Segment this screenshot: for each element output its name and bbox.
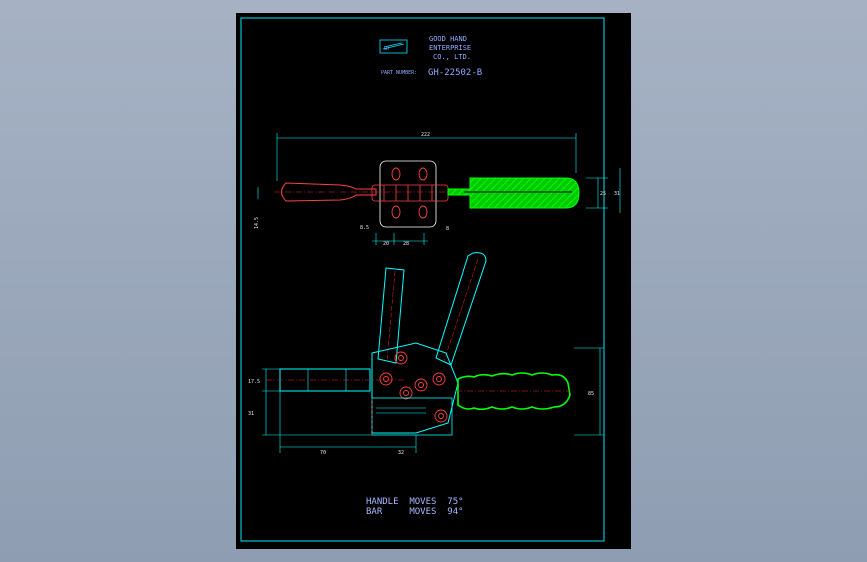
technical-drawing: GH GOOD HAND ENTERPRISE CO., LTD. PART N… xyxy=(240,17,621,542)
clamp-body xyxy=(371,342,459,434)
dim-right-a: 25 xyxy=(600,191,606,197)
top-view: 222 xyxy=(254,132,621,247)
clamp-base xyxy=(371,397,453,436)
dim-hole-label: 8 xyxy=(446,226,449,232)
raised-handle-vertical xyxy=(377,267,405,364)
title-block: GH GOOD HAND ENTERPRISE CO., LTD. PART N… xyxy=(379,35,482,78)
company-logo: GH xyxy=(379,39,408,54)
dim-bottom-a: 20 xyxy=(383,241,389,247)
company-name-line3: CO., LTD. xyxy=(433,53,471,61)
company-name-line1: GOOD HAND xyxy=(429,35,467,43)
dim-base-width: 28 xyxy=(403,241,409,247)
top-view-handle-rod xyxy=(281,182,377,202)
pivot-pins xyxy=(379,351,448,423)
svg-text:GH: GH xyxy=(384,46,389,51)
dim-overall: 222 xyxy=(421,132,430,138)
dim-bottom-right: 32 xyxy=(398,450,404,456)
base-plate xyxy=(379,160,437,228)
note-handle-moves: HANDLE MOVES 75° xyxy=(366,497,464,507)
dim-right: 85 xyxy=(588,391,594,397)
top-view-grip xyxy=(447,177,580,209)
dim-bottom-left: 70 xyxy=(320,450,326,456)
drawing-frame xyxy=(240,17,605,542)
dim-left-top: 17.5 xyxy=(248,379,260,385)
raised-handle-angled xyxy=(435,252,487,366)
company-name-line2: ENTERPRISE xyxy=(429,44,471,52)
side-view: 17.5 31 70 32 85 xyxy=(248,252,604,456)
drawing-sheet: GH GOOD HAND ENTERPRISE CO., LTD. PART N… xyxy=(236,13,631,549)
dim-hole-spacing: 8.5 xyxy=(360,225,369,231)
note-bar-moves: BAR MOVES 94° xyxy=(366,507,464,517)
part-number: GH-22502-B xyxy=(428,68,482,78)
dim-left-mid: 31 xyxy=(248,411,254,417)
dim-left: 14.5 xyxy=(254,217,260,229)
dim-right-b: 31 xyxy=(614,191,620,197)
mounting-holes xyxy=(391,167,428,219)
motion-notes: HANDLE MOVES 75° BAR MOVES 94° xyxy=(366,497,464,517)
part-number-label: PART NUMBER: xyxy=(381,70,417,76)
